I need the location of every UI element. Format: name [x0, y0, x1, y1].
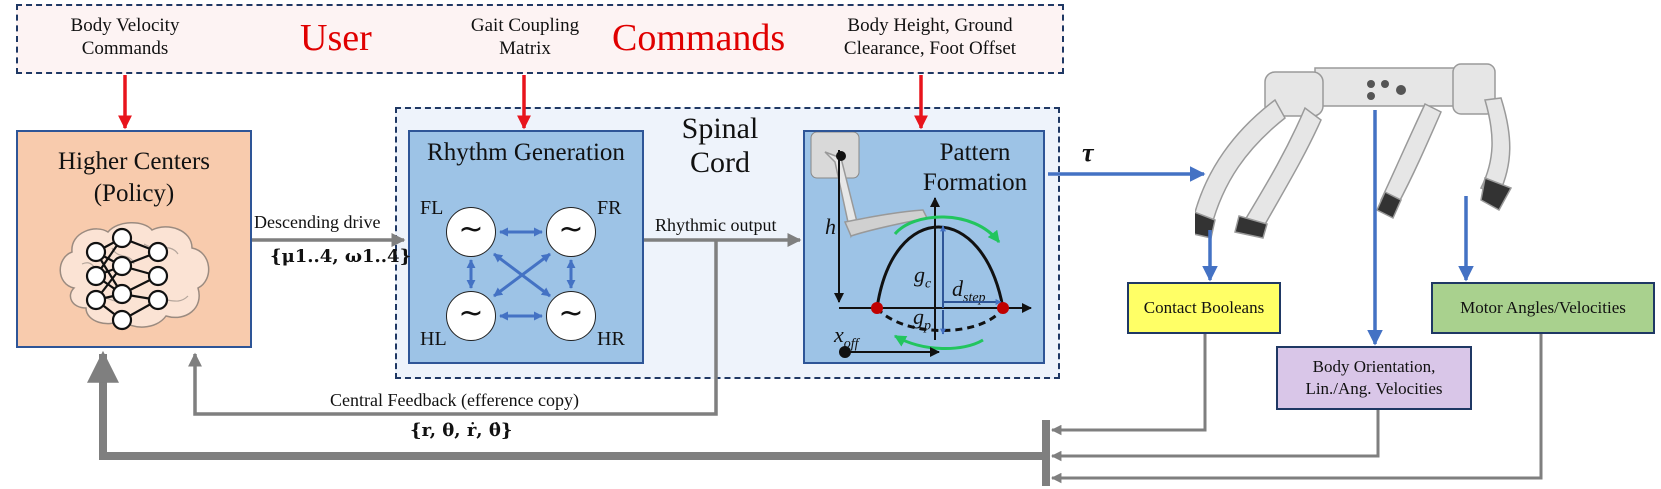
height-symbol: h: [825, 214, 836, 239]
pattern-formation-title: Pattern Formation: [922, 139, 1028, 196]
rhythm-generation-title: Rhythm Generation: [427, 139, 625, 166]
contact-booleans-box: Contact Booleans: [1127, 282, 1281, 334]
descending-drive-label: Descending drive: [254, 212, 381, 232]
commands-word: Commands: [612, 17, 786, 59]
quadruped-robot-icon: [1195, 63, 1513, 239]
gait-coupling-matrix-label: Gait Coupling Matrix: [470, 15, 580, 59]
oscillator-hr-icon: ~: [546, 291, 596, 341]
user-commands-band: [16, 4, 1064, 74]
penetration-symbol: gp: [913, 304, 931, 334]
central-feedback-label: Central Feedback (efference copy): [330, 390, 580, 410]
step-length-symbol: dstep: [952, 276, 986, 306]
leg-label-hl: HL: [420, 328, 447, 350]
oscillator-fl-icon: ~: [446, 207, 496, 257]
oscillator-fr-icon: ~: [546, 207, 596, 257]
foot-offset-symbol: xoff: [834, 322, 859, 352]
body-velocity-commands-label: Body Velocity Commands: [70, 15, 180, 59]
orientation-feedback-line: [1050, 410, 1380, 462]
contact-feedback-line: [1050, 334, 1207, 436]
brain-network-icon: [59, 222, 210, 331]
oscillator-hl-icon: ~: [446, 291, 496, 341]
descending-drive-params: {μ1..4, ω1..4}: [270, 246, 412, 267]
motor-angles-box: Motor Angles/Velocities: [1431, 282, 1655, 334]
spinal-cord-title: Spinal Cord: [681, 112, 759, 179]
leg-label-fr: FR: [597, 197, 622, 219]
torque-symbol: τ: [1082, 138, 1094, 167]
rhythmic-output-label: Rhythmic output: [655, 215, 777, 235]
body-height-label: Body Height, Ground Clearance, Foot Offs…: [843, 15, 1017, 59]
leg-label-hr: HR: [597, 328, 625, 350]
user-word: User: [300, 17, 372, 59]
clearance-symbol: gc: [914, 262, 932, 292]
leg-label-fl: FL: [420, 197, 444, 219]
higher-centers-title: Higher Centers (Policy): [57, 148, 211, 207]
body-orientation-box: Body Orientation, Lin./Ang. Velocities: [1276, 346, 1472, 410]
central-feedback-params: {r, θ, ṙ, θ̇}: [410, 420, 513, 441]
